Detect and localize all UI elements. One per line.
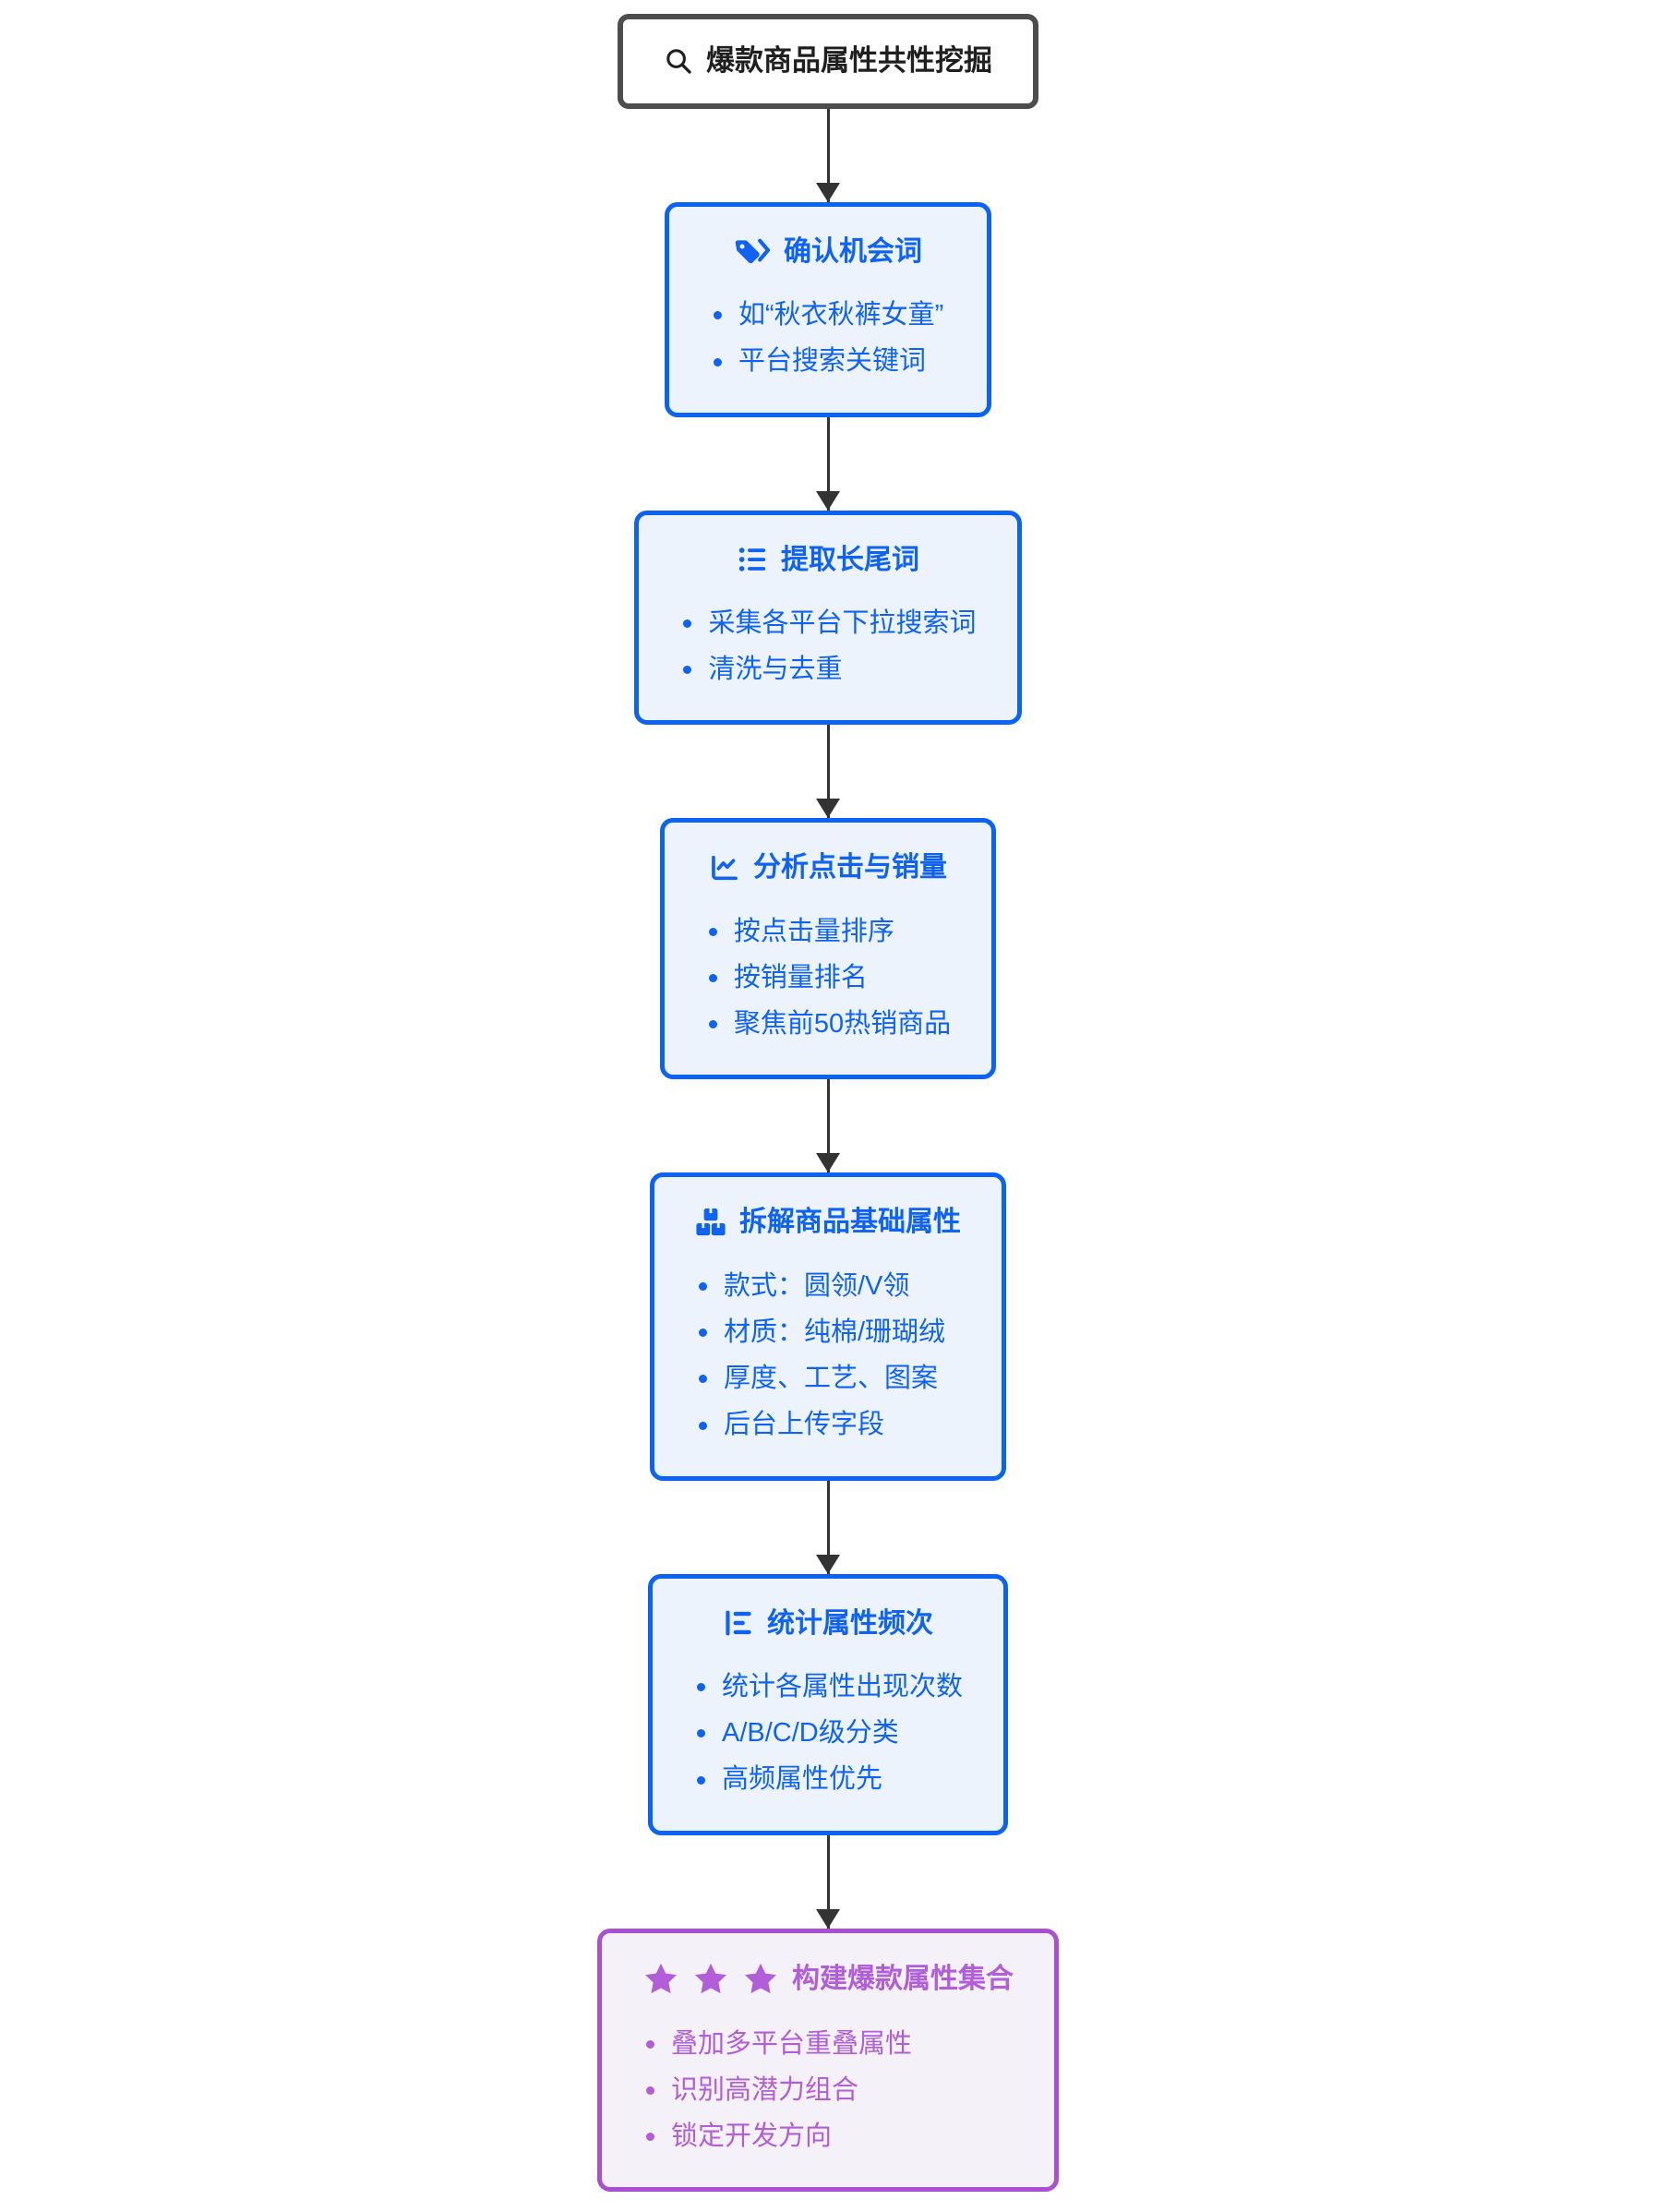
step-title-row: 拆解商品基础属性 bbox=[695, 1205, 961, 1240]
root-title: 爆款商品属性共性挖掘 bbox=[706, 44, 992, 77]
bullet-item: 聚焦前50热销商品 bbox=[709, 1005, 951, 1043]
line-chart-icon bbox=[712, 856, 738, 881]
bullet-item: 高频属性优先 bbox=[697, 1761, 963, 1798]
bullet-item: 叠加多平台重叠属性 bbox=[646, 2026, 1014, 2063]
bullet-item: 厚度、工艺、图案 bbox=[699, 1360, 961, 1398]
step-title: 构建爆款属性集合 bbox=[792, 1963, 1014, 1994]
bullet-list: 款式：圆领/V领 材质：纯棉/珊瑚绒 厚度、工艺、图案 后台上传字段 bbox=[695, 1268, 961, 1445]
step-card-analyze-clicks-sales: 分析点击与销量 按点击量排序 按销量排名 聚焦前50热销商品 bbox=[659, 818, 997, 1080]
boxes-icon bbox=[696, 1208, 726, 1236]
bullet-list: 按点击量排序 按销量排名 聚焦前50热销商品 bbox=[705, 913, 951, 1044]
bullet-list: 采集各平台下拉搜索词 清洗与去重 bbox=[679, 605, 976, 689]
step-title: 确认机会词 bbox=[784, 235, 922, 267]
step-title-row: 确认机会词 bbox=[710, 234, 946, 270]
flow-arrow bbox=[826, 416, 830, 511]
bullet-item: 如“秋衣秋裤女童” bbox=[714, 296, 946, 334]
bullet-item: 锁定开发方向 bbox=[646, 2118, 1014, 2156]
bullet-item: 统计各属性出现次数 bbox=[697, 1668, 963, 1706]
step-title-row: 分析点击与销量 bbox=[705, 850, 951, 885]
flow-arrow bbox=[826, 108, 830, 202]
step-card-extract-longtail-words: 提取长尾词 采集各平台下拉搜索词 清洗与去重 bbox=[634, 510, 1022, 726]
step-card-decompose-base-attributes: 拆解商品基础属性 款式：圆领/V领 材质：纯棉/珊瑚绒 厚度、工艺、图案 后台上… bbox=[650, 1172, 1006, 1481]
flow-arrow bbox=[826, 1834, 830, 1929]
bullet-list: 统计各属性出现次数 A/B/C/D级分类 高频属性优先 bbox=[693, 1668, 963, 1799]
bullet-item: 按点击量排序 bbox=[709, 913, 951, 951]
list-icon bbox=[738, 547, 766, 572]
bullet-list: 如“秋衣秋裤女童” 平台搜索关键词 bbox=[710, 296, 946, 380]
step-title-row: 构建爆款属性集合 bbox=[642, 1961, 1014, 1998]
root-node-card: 爆款商品属性共性挖掘 bbox=[618, 14, 1038, 109]
step-title: 拆解商品基础属性 bbox=[739, 1207, 961, 1238]
bullet-item: 平台搜索关键词 bbox=[714, 343, 946, 380]
search-icon bbox=[666, 49, 691, 75]
step-title: 分析点击与销量 bbox=[752, 852, 947, 884]
step-title-row: 统计属性频次 bbox=[693, 1606, 963, 1641]
step-card-confirm-opportunity-words: 确认机会词 如“秋衣秋裤女童” 平台搜索关键词 bbox=[665, 201, 991, 417]
bullet-item: 按销量排名 bbox=[709, 959, 951, 997]
step-card-build-hot-attribute-set: 构建爆款属性集合 叠加多平台重叠属性 识别高潜力组合 锁定开发方向 bbox=[597, 1928, 1059, 2193]
bullet-item: 款式：圆领/V领 bbox=[699, 1268, 961, 1305]
tags-icon bbox=[735, 238, 771, 264]
flow-arrow bbox=[826, 1480, 830, 1574]
bullet-item: 识别高潜力组合 bbox=[646, 2072, 1014, 2110]
bar-rank-icon bbox=[726, 1611, 751, 1636]
star-icon bbox=[745, 1963, 776, 1993]
step-title-row: 提取长尾词 bbox=[679, 543, 976, 578]
flow-arrow bbox=[826, 725, 830, 819]
bullet-item: 采集各平台下拉搜索词 bbox=[683, 605, 976, 643]
step-title: 提取长尾词 bbox=[780, 544, 919, 575]
bullet-item: 后台上传字段 bbox=[699, 1406, 961, 1444]
root-title-row: 爆款商品属性共性挖掘 bbox=[664, 43, 992, 79]
step-title: 统计属性频次 bbox=[766, 1607, 933, 1639]
star-icon bbox=[645, 1963, 677, 1993]
bullet-list: 叠加多平台重叠属性 识别高潜力组合 锁定开发方向 bbox=[642, 2026, 1014, 2157]
step-card-count-attribute-frequency: 统计属性频次 统计各属性出现次数 A/B/C/D级分类 高频属性优先 bbox=[647, 1573, 1008, 1835]
bullet-item: A/B/C/D级分类 bbox=[697, 1714, 963, 1752]
bullet-item: 材质：纯棉/珊瑚绒 bbox=[699, 1314, 961, 1352]
flow-arrow bbox=[826, 1079, 830, 1173]
star-icon bbox=[695, 1963, 726, 1993]
bullet-item: 清洗与去重 bbox=[683, 651, 976, 689]
